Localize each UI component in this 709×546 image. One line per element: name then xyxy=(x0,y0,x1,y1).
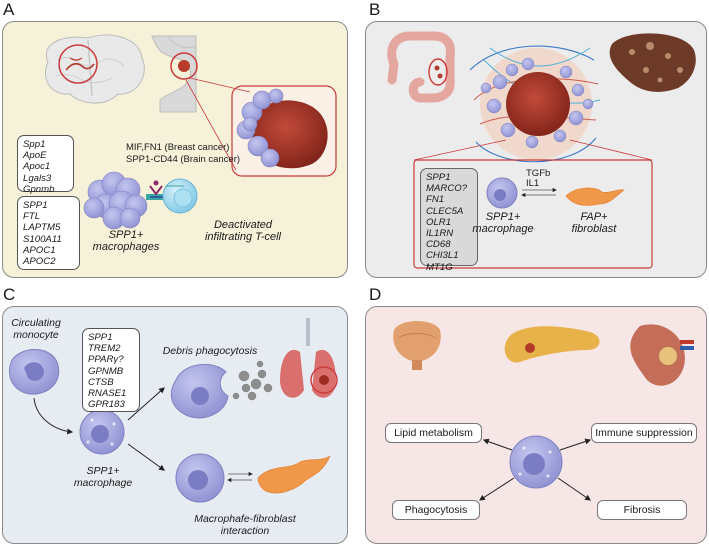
gene: GPR183 xyxy=(88,399,125,411)
panel-a-mouse-gene-list: Spp1 ApoE Apoc1 Lgals3 Gpnmb xyxy=(17,135,74,195)
tcell-label-line1: Deactivated xyxy=(213,219,273,231)
gene: Lgals3 xyxy=(23,172,52,184)
gene: OLR1 xyxy=(426,216,452,228)
function-fibrosis: Fibrosis xyxy=(597,500,687,520)
panel-a-macrophage-cluster xyxy=(83,171,148,230)
arrow-immune xyxy=(559,438,592,451)
gene: APOC2 xyxy=(23,256,56,268)
function-phagocytosis: Phagocytosis xyxy=(392,500,480,520)
branch-arrow-debris xyxy=(127,387,165,421)
gene: CD68 xyxy=(426,239,451,251)
monocyte-label-line2: monocyte xyxy=(13,329,59,341)
branch-arrow-fibroblast xyxy=(127,443,165,471)
gene: Spp1 xyxy=(23,139,46,150)
panel-c-fibroblast xyxy=(257,455,331,494)
panel-a-human-gene-list: SPP1 FTL LAPTM5 S100A11 APOC1 APOC2 xyxy=(17,196,80,270)
gene: CLEC5A xyxy=(426,205,464,217)
gene: MT1G xyxy=(426,261,453,273)
panel-b-inset xyxy=(413,159,653,269)
gene: LAPTM5 xyxy=(23,222,61,234)
gene: PPARγ? xyxy=(88,354,124,366)
signal-il1: IL1 xyxy=(526,178,540,189)
panel-b-letter: B xyxy=(369,0,381,19)
gene: APOC1 xyxy=(23,244,56,256)
monocyte-label-line1: Circulating xyxy=(11,317,61,329)
gene: RNASE1 xyxy=(88,388,127,400)
macrophage-label-line1: SPP1+ xyxy=(108,229,144,241)
tumor-macrophage-cluster xyxy=(236,88,284,168)
arrow-fibrosis xyxy=(557,477,591,501)
gene: SPP1 xyxy=(426,172,451,183)
panel-c xyxy=(2,306,348,544)
gene: TREM2 xyxy=(88,343,121,355)
signal-tgfb: TGFb xyxy=(526,168,551,179)
tcell-label-line2: infiltrating T-cell xyxy=(204,231,281,243)
differentiation-arrow xyxy=(33,397,74,435)
gene: Apoc1 xyxy=(23,161,51,173)
panel-c-letter: C xyxy=(3,285,16,304)
gene: SPP1 xyxy=(23,200,48,211)
ligand-receptor-icon xyxy=(146,180,168,200)
panel-b-macrophage-label-line2: macrophage xyxy=(472,223,534,235)
arrow-lipid xyxy=(482,438,513,451)
liver-icon xyxy=(609,33,696,92)
gene: GPNMB xyxy=(88,365,124,377)
gene: CHI3L1 xyxy=(426,250,459,262)
kidney-icon xyxy=(630,324,694,386)
panel-b-fibroblast-label-line2: fibroblast xyxy=(571,223,617,235)
lungs-icon xyxy=(280,318,336,398)
gene: SPP1 xyxy=(88,332,113,343)
gene: ApoE xyxy=(23,150,47,162)
interaction-brain: SPP1-CD44 (Brain cancer) xyxy=(126,154,241,165)
panel-c-macrophage-label-line2: macrophage xyxy=(73,477,133,489)
arrow-phagocytosis xyxy=(478,477,515,501)
panel-c-gene-list: SPP1 TREM2 PPARγ? GPNMB CTSB RNASE1 GPR1… xyxy=(82,328,140,412)
pancreas-icon xyxy=(504,326,600,363)
panel-b-fibroblast-label-line1: FAP+ xyxy=(580,211,608,223)
panel-b-gene-list: SPP1 MARCO? FN1 CLEC5A OLR1 IL1RN CD68 C… xyxy=(420,168,478,273)
colon-tumor-highlight xyxy=(428,58,448,86)
panel-a-letter: A xyxy=(3,0,15,19)
bladder-prostate-icon xyxy=(393,321,441,370)
panel-b-macrophages-ring xyxy=(480,57,594,149)
macrophage-label-line2: macrophages xyxy=(92,241,160,253)
gene: FTL xyxy=(23,211,41,223)
gene: S100A11 xyxy=(23,233,62,245)
panel-c-macrophage-label-line1: SPP1+ xyxy=(86,465,120,477)
debris-phagocytosis-label: Debris phagocytosis xyxy=(162,345,258,357)
gene: FN1 xyxy=(426,194,445,206)
interaction-breast: MIF,FN1 (Breast cancer) xyxy=(126,142,230,153)
panel-b-fibroblast xyxy=(565,187,625,206)
gene: IL1RN xyxy=(426,228,454,240)
colon-icon xyxy=(387,31,455,103)
function-lipid-metabolism: Lipid metabolism xyxy=(385,423,482,443)
debris-particles xyxy=(232,360,273,401)
panel-b-macrophage-label-line1: SPP1+ xyxy=(485,211,521,223)
interaction-label-line1: Macrophafe-fibroblast xyxy=(194,513,296,525)
gene: CTSB xyxy=(88,376,114,388)
interaction-label-line2: interaction xyxy=(220,525,270,537)
function-immune-suppression: Immune suppression xyxy=(591,423,697,443)
breast-tumor-highlight xyxy=(170,52,198,80)
panel-d-letter: D xyxy=(369,285,382,304)
brain-tumor-highlight xyxy=(58,44,98,84)
lung-tumor-highlight xyxy=(310,366,338,394)
gene: Gpnmb xyxy=(23,183,55,195)
gene: MARCO? xyxy=(426,183,468,195)
